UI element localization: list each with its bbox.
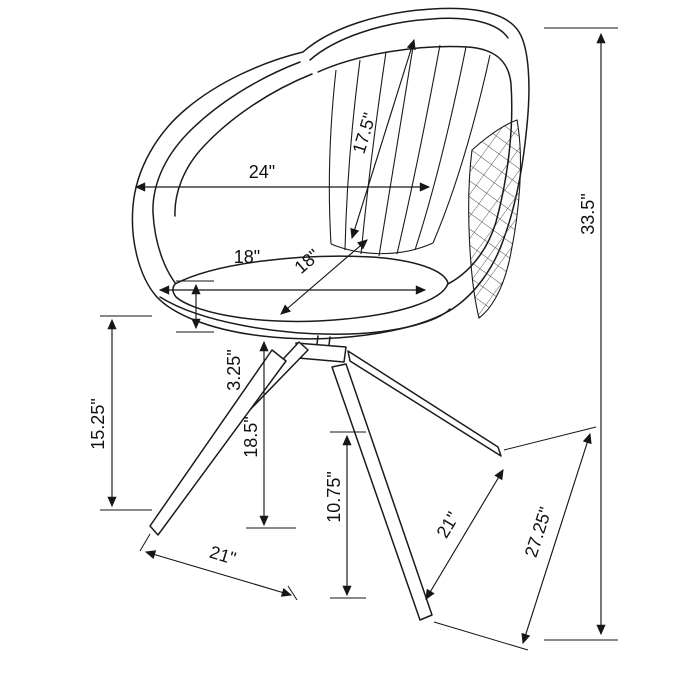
channel-stitch-line <box>328 69 337 245</box>
dimension-base-height: 10.75" <box>324 431 366 599</box>
dimension-seat-height: 18.5" <box>241 340 296 529</box>
dimension-arrow <box>350 38 416 240</box>
dimension-arrow <box>425 469 504 600</box>
extension-line <box>287 585 298 601</box>
dimension-label: 33.5" <box>578 193 598 234</box>
leg-front-left <box>149 349 287 536</box>
swivel-post <box>316 335 331 346</box>
leg-front-right <box>331 363 433 621</box>
extension-line <box>433 621 529 651</box>
swivel-base <box>149 335 502 621</box>
channel-stitch-line <box>414 46 467 251</box>
dimension-label: 10.75" <box>324 471 344 522</box>
channel-stitch-line <box>432 54 491 244</box>
dimension-label: 15.25" <box>88 398 108 449</box>
extension-line <box>139 533 151 552</box>
dimension-label: 21" <box>432 508 463 541</box>
dimension-label: 24" <box>249 162 275 182</box>
arm-outer-line <box>152 61 301 294</box>
chair-shell <box>131 7 530 340</box>
dimension-arrow <box>280 239 368 315</box>
chair-illustration <box>131 7 530 621</box>
dimension-overall-depth: 27.25" <box>433 426 597 651</box>
extension-line <box>503 426 597 451</box>
leg-back-right <box>347 350 502 457</box>
dimension-label: 18.5" <box>241 416 261 457</box>
dimension-label: 27.25" <box>521 505 556 560</box>
back-top-piping <box>309 17 509 61</box>
dimension-seat-thickness: 3.25" <box>176 280 244 391</box>
dimension-base-side: 21" <box>425 469 504 600</box>
dimension-overall-height: 33.5" <box>544 27 618 641</box>
back-mesh-panel <box>468 119 522 319</box>
dimension-base-width: 21" <box>139 533 298 601</box>
dimension-label: 21" <box>207 542 238 569</box>
dimension-label: 3.25" <box>224 349 244 390</box>
dimension-label: 18" <box>234 247 260 267</box>
dimension-arrow <box>144 550 293 597</box>
dimension-arrow <box>521 432 592 645</box>
dimension-arm-height: 15.25" <box>88 315 152 511</box>
